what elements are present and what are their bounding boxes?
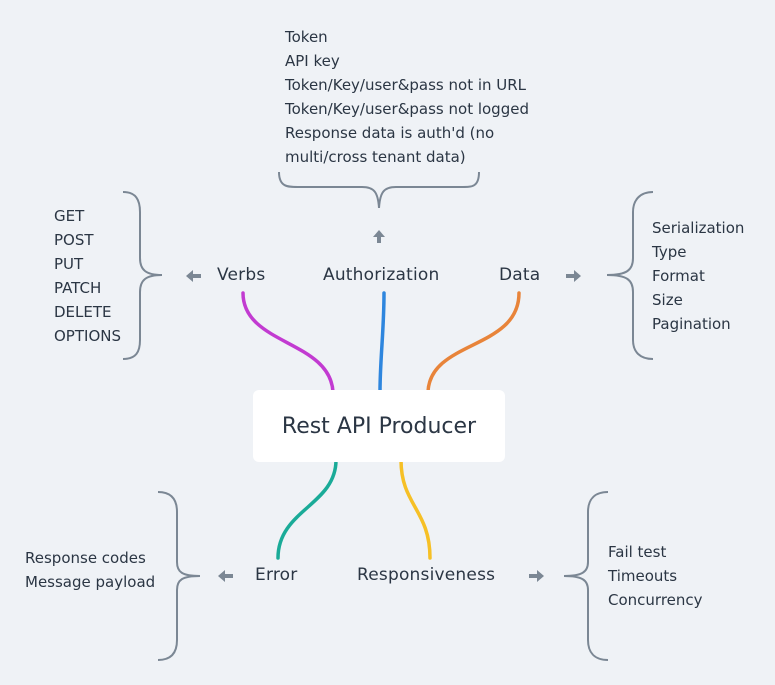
list-item: multi/cross tenant data) (285, 148, 466, 166)
bracket-authorization (278, 171, 480, 209)
arrow-up-icon (373, 230, 385, 243)
bracket-data (606, 191, 654, 360)
list-item: PUT (54, 255, 84, 273)
list-item: Response codes (25, 549, 146, 567)
list-item: Token (285, 28, 328, 46)
node-verbs[interactable]: Verbs (217, 265, 266, 285)
link-verbs (241, 291, 335, 394)
list-item: Token/Key/user&pass not in URL (285, 76, 527, 94)
arrow-left-icon (218, 570, 233, 582)
list-item: POST (54, 231, 94, 249)
root-node[interactable]: Rest API Producer (253, 390, 505, 462)
arrow-left-icon (186, 270, 201, 282)
list-item: Concurrency (608, 591, 703, 609)
error-items: Response codes Message payload (25, 546, 155, 594)
list-item: DELETE (54, 303, 112, 321)
link-responsiveness (399, 458, 432, 560)
node-responsiveness[interactable]: Responsiveness (357, 565, 496, 585)
bracket-verbs (122, 191, 163, 360)
list-item: Serialization (652, 219, 745, 237)
authorization-items: Token API key Token/Key/user&pass not in… (285, 25, 529, 169)
list-item: Timeouts (608, 567, 678, 585)
arrow-right-icon (566, 270, 581, 282)
node-authorization[interactable]: Authorization (323, 265, 440, 285)
list-item: Message payload (25, 573, 156, 591)
list-item: OPTIONS (54, 327, 121, 345)
arrow-right-icon (529, 570, 544, 582)
list-item: GET (54, 207, 85, 225)
link-error (276, 458, 338, 560)
link-data (426, 291, 521, 394)
responsiveness-items: Fail test Timeouts Concurrency (608, 540, 703, 612)
root-label: Rest API Producer (281, 413, 477, 439)
list-item: Pagination (652, 315, 731, 333)
list-item: Response data is auth'd (no (285, 124, 495, 142)
bracket-error (157, 491, 201, 661)
link-authorization (378, 291, 386, 394)
list-item: Size (652, 291, 683, 309)
list-item: Type (652, 243, 687, 261)
data-items: Serialization Type Format Size Paginatio… (652, 216, 744, 336)
list-item: PATCH (54, 279, 102, 297)
verbs-items: GET POST PUT PATCH DELETE OPTIONS (54, 204, 121, 348)
list-item: Format (652, 267, 705, 285)
node-error[interactable]: Error (255, 565, 298, 585)
node-data[interactable]: Data (499, 265, 541, 285)
list-item: Token/Key/user&pass not logged (285, 100, 529, 118)
list-item: API key (285, 52, 340, 70)
list-item: Fail test (608, 543, 667, 561)
bracket-responsiveness (563, 491, 609, 661)
